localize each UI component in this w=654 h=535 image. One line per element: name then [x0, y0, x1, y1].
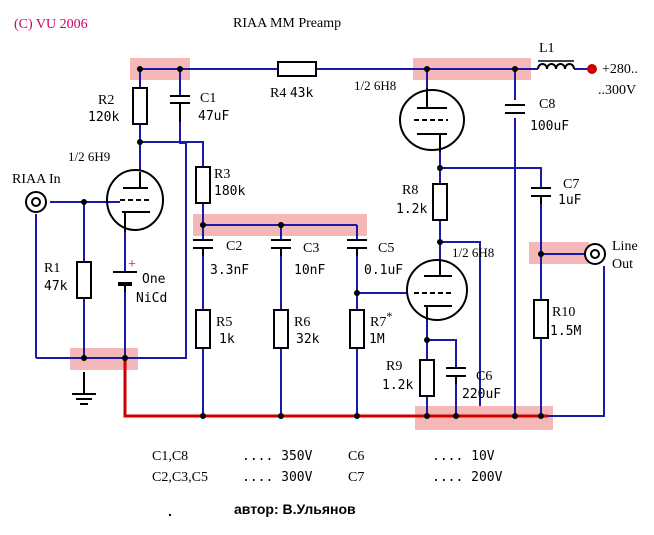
- c8-plates: [505, 104, 525, 114]
- r9-body: [419, 359, 435, 397]
- tube-v2-icon: [399, 88, 465, 152]
- ground-bus: [123, 358, 548, 418]
- tube-v1-icon: [106, 169, 164, 232]
- c1-plates: [170, 95, 190, 122]
- r8-body: [432, 183, 448, 221]
- r7-body: [349, 309, 365, 349]
- output-label-2: Out: [612, 257, 633, 272]
- output-label-1: Line: [612, 239, 638, 254]
- r8-value: 1.2k: [396, 202, 427, 217]
- c6-name: C6: [476, 369, 492, 384]
- r6-body: [273, 309, 289, 349]
- c3-plates: [271, 239, 291, 256]
- output-jack-icon: [584, 243, 606, 265]
- r1-name: R1: [44, 261, 60, 276]
- battery-label-2: NiCd: [136, 291, 167, 306]
- r4-body: [277, 61, 317, 77]
- r9-name: R9: [386, 359, 402, 374]
- r2-name: R2: [98, 93, 114, 108]
- capacitors: [170, 95, 551, 384]
- supply-terminal: [587, 64, 597, 74]
- r10-body: [533, 299, 549, 339]
- c1-name: C1: [200, 91, 216, 106]
- author-label: автор: В.Ульянов: [234, 501, 356, 517]
- input-label: RIAA In: [12, 172, 61, 187]
- c8-name: C8: [539, 97, 555, 112]
- c2-value: 3.3nF: [210, 263, 249, 278]
- supply-label-2: ..300V: [598, 83, 636, 98]
- vt-parts-2: C6: [348, 449, 364, 464]
- c8-value: 100uF: [530, 119, 569, 134]
- vt-parts-1: C2,C3,C5: [152, 470, 208, 485]
- r6-value: 32k: [296, 332, 320, 347]
- r4-label: R4 43k: [270, 86, 313, 101]
- v1-label: 1/2 6H9: [68, 149, 110, 164]
- c7-name: C7: [563, 177, 579, 192]
- inductor-l1-icon: [537, 60, 575, 70]
- wiring: [35, 68, 605, 417]
- c6-plates: [446, 367, 466, 384]
- r1-body: [76, 261, 92, 299]
- c2-plates: [193, 239, 213, 256]
- battery-plus: +: [128, 257, 136, 272]
- r7-value: 1M: [369, 332, 385, 347]
- r7-name: R7*: [370, 309, 392, 330]
- r3-value: 180k: [214, 184, 245, 199]
- v2-label: 1/2 6H8: [354, 78, 396, 93]
- footer-dot: .: [168, 503, 172, 519]
- r2-body: [132, 87, 148, 125]
- c5-value: 0.1uF: [364, 263, 403, 278]
- copyright-label: (C) VU 2006: [14, 17, 88, 32]
- tube-v3-icon: [406, 259, 468, 321]
- v3-label: 1/2 6H8: [452, 245, 494, 260]
- c7-value: 1uF: [558, 193, 582, 208]
- c5-name: C5: [378, 241, 394, 256]
- page-title: RIAA MM Preamp: [233, 16, 341, 31]
- r5-body: [195, 309, 211, 349]
- vt-rating-3: .... 200V: [432, 470, 503, 485]
- r3-body: [195, 166, 211, 204]
- vt-rating-2: .... 10V: [432, 449, 495, 464]
- c3-value: 10nF: [294, 263, 325, 278]
- c3-name: C3: [303, 241, 319, 256]
- r8-name: R8: [402, 183, 418, 198]
- r5-name: R5: [216, 315, 232, 330]
- c7-plates: [531, 187, 551, 204]
- c2-name: C2: [226, 239, 242, 254]
- r9-value: 1.2k: [382, 378, 413, 393]
- l1-name: L1: [539, 41, 555, 56]
- resistors: [76, 61, 549, 397]
- r1-value: 47k: [44, 279, 68, 294]
- voltage-table: C1,C8 .... 350V C2,C3,C5 .... 300V C6 ..…: [152, 449, 503, 485]
- vt-parts-3: C7: [348, 470, 364, 485]
- c6-value: 220uF: [462, 387, 501, 402]
- r3-name: R3: [214, 167, 230, 182]
- r5-value: 1k: [219, 332, 235, 347]
- battery-label-1: One: [142, 272, 166, 287]
- junction-nodes: [81, 66, 544, 419]
- ground-icon: [72, 372, 96, 405]
- r10-name: R10: [552, 305, 575, 320]
- supply-label-1: +280..: [602, 62, 638, 77]
- r2-value: 120k: [88, 110, 119, 125]
- r10-value: 1.5M: [550, 324, 581, 339]
- input-jack-icon: [25, 191, 47, 213]
- vt-parts-0: C1,C8: [152, 449, 188, 464]
- c5-plates: [347, 239, 367, 256]
- vt-rating-1: .... 300V: [242, 470, 313, 485]
- r6-name: R6: [294, 315, 310, 330]
- battery-icon: [113, 271, 137, 292]
- c1-value: 47uF: [198, 109, 229, 124]
- vt-rating-0: .... 350V: [242, 449, 313, 464]
